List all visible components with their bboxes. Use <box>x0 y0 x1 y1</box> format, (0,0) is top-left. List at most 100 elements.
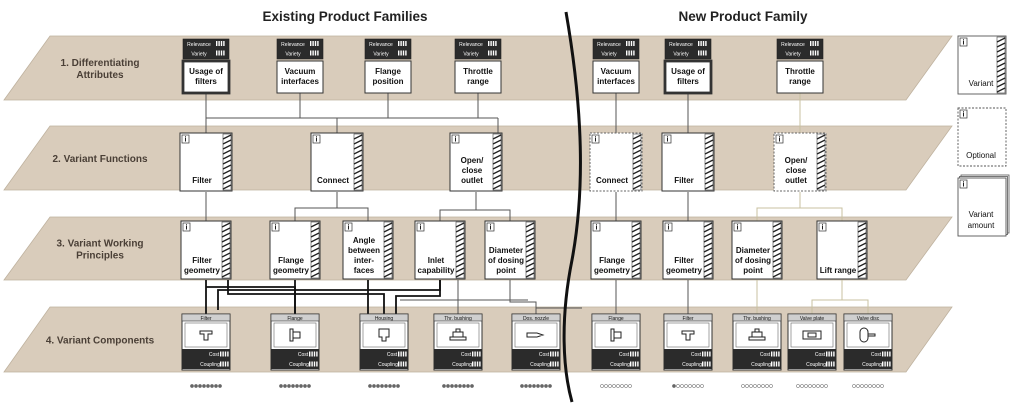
new-family-header: New Product Family <box>678 9 808 24</box>
variant-dot <box>800 384 804 388</box>
svg-text:i: i <box>420 225 422 232</box>
variant-dot <box>808 384 812 388</box>
variant-dot <box>524 384 528 388</box>
cost-tag: Cost <box>209 352 220 358</box>
variant-dot <box>624 384 628 388</box>
variant-amount-dots <box>190 384 884 388</box>
filter-part-icon <box>681 330 695 341</box>
principle-label: geometry <box>594 266 631 275</box>
variant-dot <box>876 384 880 388</box>
function-label: Filter <box>192 176 212 185</box>
variant-dot <box>700 384 704 388</box>
legend-label: Optional <box>966 151 996 160</box>
variant-dot <box>287 384 291 388</box>
component-name: Housing <box>375 316 394 322</box>
coupling-tag: Coupling <box>610 362 630 368</box>
variety-tag: Variety <box>601 52 617 58</box>
variant-hatch <box>353 133 363 191</box>
info-icon: i <box>486 222 495 232</box>
coupling-bars <box>771 361 780 367</box>
coupling-tag: Coupling <box>751 362 771 368</box>
nozzle-part-icon <box>526 332 545 338</box>
coupling-bars <box>702 361 711 367</box>
variant-dot <box>856 384 860 388</box>
principle-label: of dosing <box>488 256 524 265</box>
function-label: Open/ <box>461 156 484 165</box>
variant-dot <box>210 384 214 388</box>
svg-text:i: i <box>822 225 824 232</box>
variant-dot <box>392 384 396 388</box>
coupling-tag: Coupling <box>862 362 882 368</box>
svg-text:i: i <box>595 137 597 144</box>
attribute-label: Vacuum <box>285 67 316 76</box>
variant-dot <box>470 384 474 388</box>
coupling-bars <box>826 361 835 367</box>
variant-dot <box>745 384 749 388</box>
component-name: Flange <box>608 316 624 322</box>
coupling-tag: Coupling <box>806 362 826 368</box>
variety-bars <box>216 50 225 56</box>
coupling-bars <box>398 361 407 367</box>
variant-hatch <box>632 133 642 191</box>
component-name: Thr. bushing <box>743 316 771 322</box>
info-icon: i <box>271 222 280 232</box>
variant-hatch <box>816 133 826 191</box>
relevance-tag: Relevance <box>187 42 211 48</box>
variant-hatch <box>455 221 465 279</box>
svg-text:i: i <box>737 225 739 232</box>
variety-bars <box>698 50 707 56</box>
principle-label: point <box>743 266 763 275</box>
variant-dot <box>612 384 616 388</box>
filter-part-icon <box>199 330 213 341</box>
variant-dot <box>198 384 202 388</box>
variant-dot <box>684 384 688 388</box>
variant-dot <box>214 384 218 388</box>
principle-label: Flange <box>278 256 304 265</box>
relevance-tag: Relevance <box>281 42 305 48</box>
function-label: close <box>462 166 483 175</box>
variant-dot <box>672 384 676 388</box>
variant-dot <box>816 384 820 388</box>
svg-text:i: i <box>779 137 781 144</box>
relevance-tag: Relevance <box>669 42 693 48</box>
variant-dot <box>753 384 757 388</box>
valve-plate-part-icon <box>802 330 822 340</box>
info-icon: i <box>416 222 425 232</box>
coupling-tag: Coupling <box>289 362 309 368</box>
svg-text:i: i <box>667 137 669 144</box>
principle-label: Angle <box>353 236 376 245</box>
variant-dot <box>864 384 868 388</box>
cost-tag: Cost <box>815 352 826 358</box>
variant-dot <box>824 384 828 388</box>
attribute-label: Flange <box>375 67 401 76</box>
attribute-label: interfaces <box>281 77 319 86</box>
variant-dot <box>450 384 454 388</box>
attribute-label: interfaces <box>597 77 635 86</box>
variant-dot <box>384 384 388 388</box>
variant-dot <box>741 384 745 388</box>
variant-hatch <box>703 221 713 279</box>
cost-tag: Cost <box>461 352 472 358</box>
principle-label: Diameter <box>736 246 770 255</box>
variant-dot <box>283 384 287 388</box>
variant-dot <box>376 384 380 388</box>
variant-dot <box>532 384 536 388</box>
variant-dot <box>812 384 816 388</box>
variant-dot <box>600 384 604 388</box>
principle-label: of dosing <box>735 256 771 265</box>
cost-tag: Cost <box>619 352 630 358</box>
function-label: outlet <box>461 176 483 185</box>
